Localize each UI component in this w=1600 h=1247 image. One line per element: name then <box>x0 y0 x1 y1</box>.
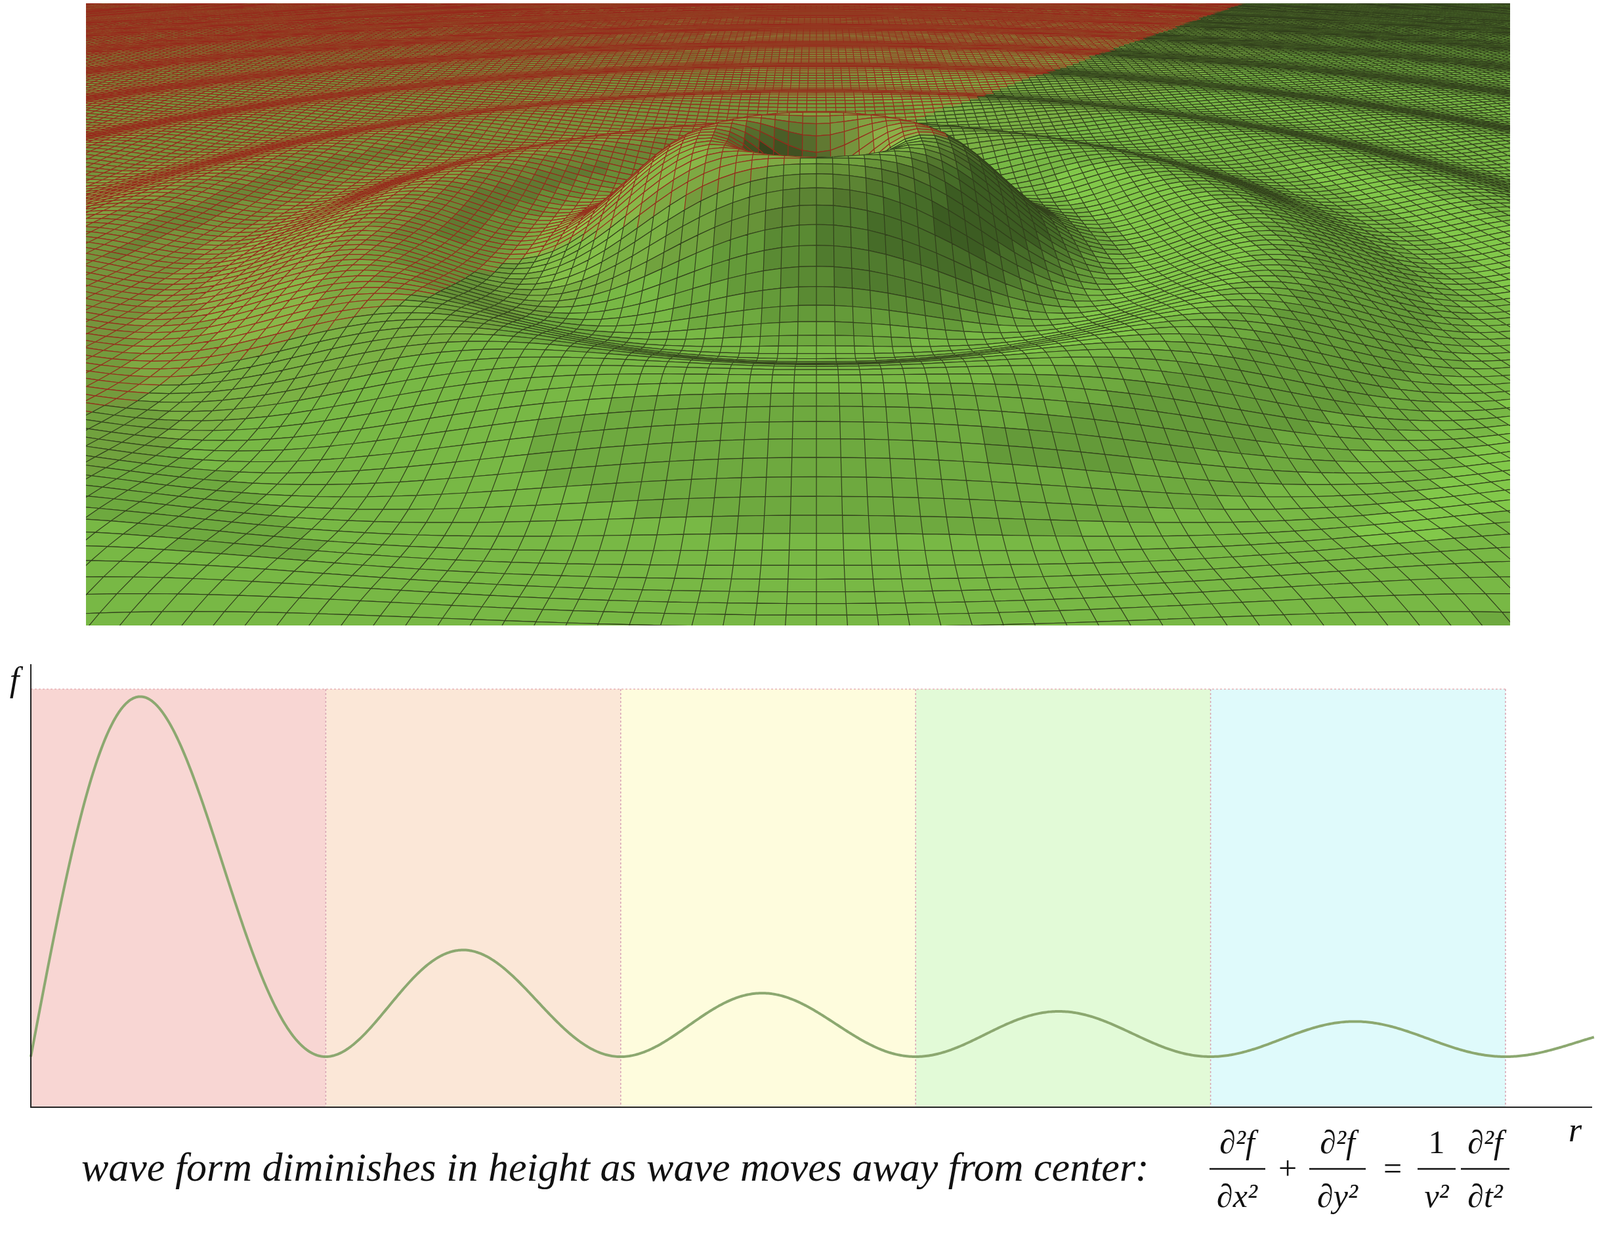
surface-grid <box>85 384 105 413</box>
surface-grid <box>85 344 221 377</box>
ripple-surface <box>85 3 1511 626</box>
surface-patch <box>1494 379 1511 409</box>
surface-patch <box>782 187 833 208</box>
surface-patch <box>538 298 577 308</box>
surface-grid <box>85 376 138 409</box>
surface-patch <box>1506 389 1511 416</box>
surface-patch <box>1496 398 1511 425</box>
surface-patch <box>85 316 125 345</box>
surface-grid <box>85 351 191 386</box>
